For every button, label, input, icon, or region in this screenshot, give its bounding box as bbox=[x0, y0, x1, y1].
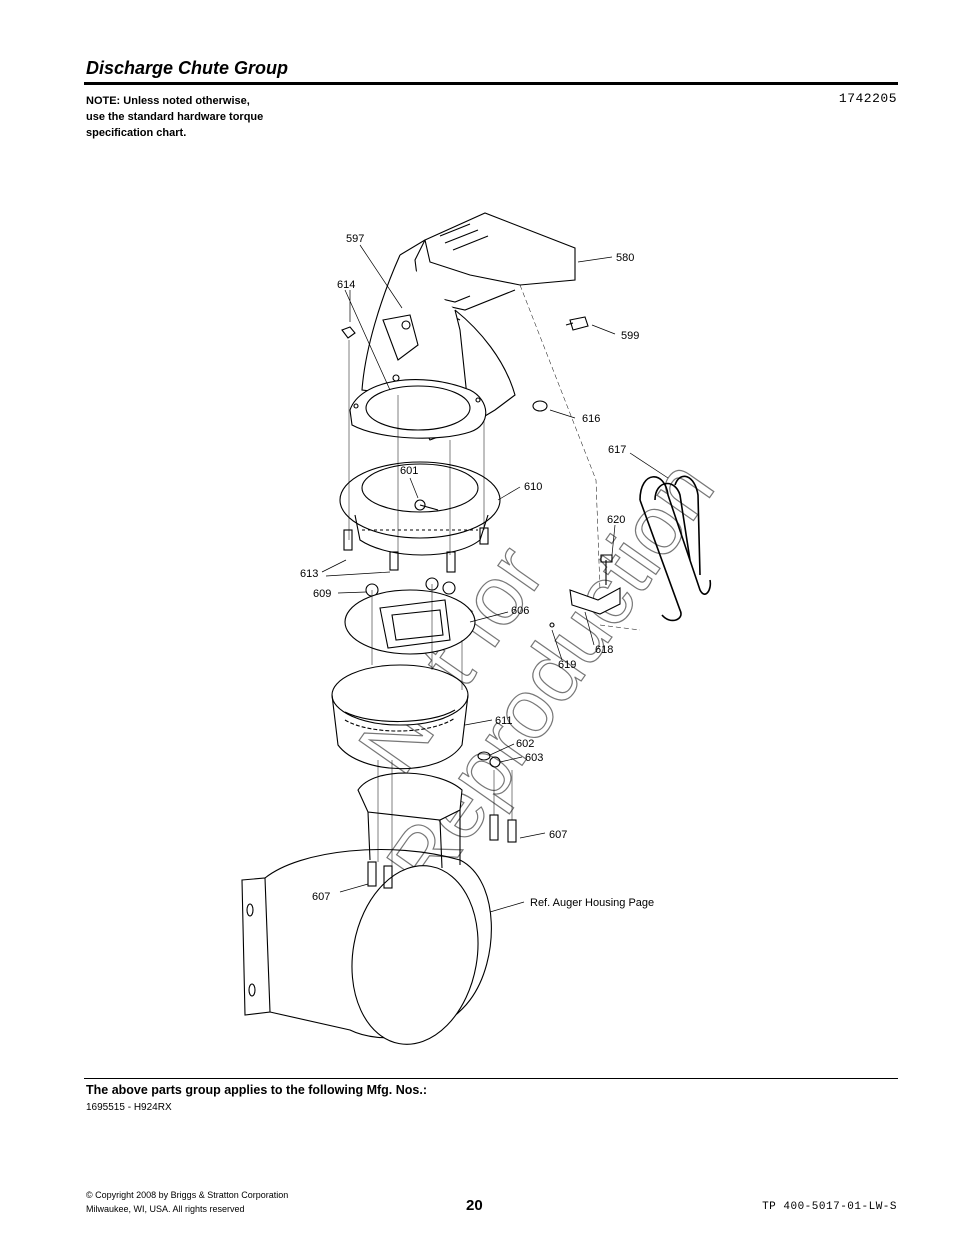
callout-603: 603 bbox=[525, 752, 543, 764]
callout-606: 606 bbox=[511, 605, 529, 617]
callout-616: 616 bbox=[582, 413, 600, 425]
callout-619: 619 bbox=[558, 659, 576, 671]
bolt-599-part bbox=[565, 316, 589, 331]
callout-607-left: 607 bbox=[312, 891, 330, 903]
callout-620: 620 bbox=[607, 514, 625, 526]
washer-602-part bbox=[477, 751, 491, 761]
copyright: © Copyright 2008 by Briggs & Stratton Co… bbox=[86, 1188, 288, 1216]
mfg-numbers: 1695515 - H924RX bbox=[86, 1102, 172, 1113]
callout-580: 580 bbox=[616, 252, 634, 264]
callout-602: 602 bbox=[516, 738, 534, 750]
callout-607-right: 607 bbox=[549, 829, 567, 841]
footer-rule bbox=[84, 1078, 898, 1079]
page-number: 20 bbox=[466, 1197, 483, 1214]
torque-note: NOTE: Unless noted otherwise, use the st… bbox=[86, 93, 263, 141]
callout-614: 614 bbox=[337, 279, 355, 291]
note-line: use the standard hardware torque bbox=[86, 111, 264, 123]
header-rule bbox=[84, 82, 898, 85]
copyright-line: © Copyright 2008 by Briggs & Stratton Co… bbox=[86, 1190, 289, 1200]
gear-ring-part bbox=[331, 664, 469, 770]
callout-609: 609 bbox=[313, 588, 331, 600]
nut-614-part bbox=[341, 326, 356, 339]
washer-616-part bbox=[532, 400, 548, 412]
callout-597: 597 bbox=[346, 233, 364, 245]
callout-613: 613 bbox=[300, 568, 318, 580]
note-line: specification chart. bbox=[86, 127, 187, 139]
callout-599: 599 bbox=[621, 330, 639, 342]
spring-617-part bbox=[639, 475, 712, 622]
callout-617: 617 bbox=[608, 444, 626, 456]
callout-618: 618 bbox=[595, 644, 613, 656]
applies-heading: The above parts group applies to the fol… bbox=[86, 1083, 427, 1097]
watermark: Not for Reproduction bbox=[340, 443, 733, 907]
callout-611: 611 bbox=[495, 715, 513, 727]
callout-601: 601 bbox=[400, 465, 418, 477]
callout-ref-auger-housing: Ref. Auger Housing Page bbox=[530, 897, 654, 909]
copyright-line: Milwaukee, WI, USA. All rights reserved bbox=[86, 1204, 245, 1214]
doc-number: 1742205 bbox=[838, 91, 897, 106]
auger-housing-part bbox=[241, 772, 492, 1045]
pin-620-part bbox=[600, 554, 613, 585]
note-line: NOTE: Unless noted otherwise, bbox=[86, 95, 250, 107]
ball-619-part bbox=[549, 622, 555, 628]
mounting-plate-part bbox=[344, 589, 476, 655]
bracket-618-part bbox=[569, 587, 621, 615]
chute-base-flange bbox=[349, 379, 487, 439]
tp-number: TP 400-5017-01-LW-S bbox=[762, 1201, 897, 1213]
callout-610: 610 bbox=[524, 481, 542, 493]
page-title: Discharge Chute Group bbox=[86, 58, 289, 78]
rotation-flange-part bbox=[339, 461, 501, 556]
bolts-613-part bbox=[343, 527, 489, 573]
